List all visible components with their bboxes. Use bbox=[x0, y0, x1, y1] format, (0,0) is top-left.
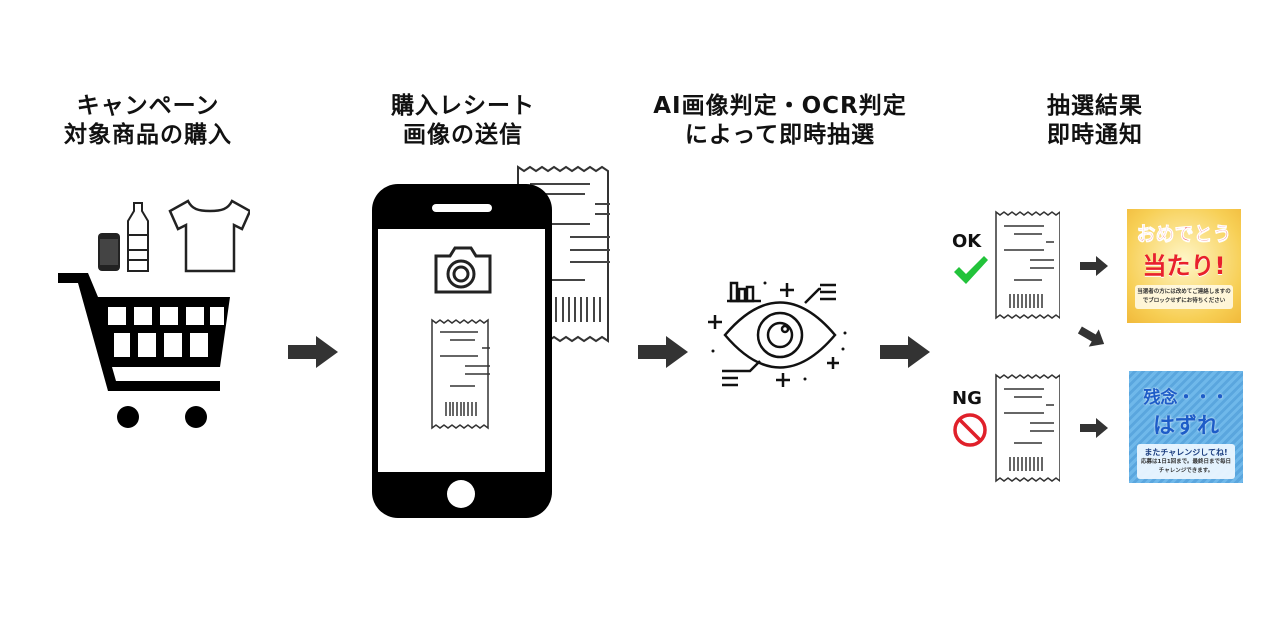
smartphone-icon bbox=[372, 165, 610, 518]
win-message: 当選者の方には改めてご連絡しますのでブロックせずにお待ちください bbox=[1135, 285, 1233, 309]
shopping-cart-icon bbox=[58, 199, 250, 428]
arrow-right-icon bbox=[880, 336, 930, 368]
step2-heading: 購入レシート画像の送信 bbox=[313, 92, 613, 150]
ng-label: NG bbox=[952, 388, 982, 409]
prohibited-icon bbox=[953, 413, 987, 447]
camera-icon bbox=[434, 246, 492, 294]
arrow-right-icon bbox=[288, 336, 338, 368]
step4-line1: 抽選結果 bbox=[1047, 93, 1143, 119]
lose-headline: またチャレンジしてね! bbox=[1144, 448, 1228, 457]
ai-eye-icon bbox=[708, 281, 847, 387]
step3-heading: AI画像判定・OCR判定によって即時抽選 bbox=[630, 92, 930, 150]
step1-line2: 対象商品の購入 bbox=[64, 122, 232, 148]
step3-line2: によって即時抽選 bbox=[684, 122, 876, 148]
step1-heading: キャンペーン対象商品の購入 bbox=[0, 92, 298, 150]
lose-title2: はずれ bbox=[1152, 414, 1219, 439]
tshirt-icon bbox=[168, 199, 250, 273]
receipt-ok-icon bbox=[995, 210, 1060, 320]
bottle-icon bbox=[127, 202, 149, 272]
step2-line2: 画像の送信 bbox=[403, 122, 523, 148]
win-result-card: おめでとう 当たり! 当選者の方には改めてご連絡しますのでブロックせずにお待ちく… bbox=[1127, 209, 1241, 323]
check-icon bbox=[954, 256, 988, 284]
win-title2: 当たり! bbox=[1142, 252, 1226, 280]
lose-title1: 残念・・・ bbox=[1143, 388, 1229, 408]
win-title1: おめでとう bbox=[1136, 223, 1232, 246]
step3-line1: AI画像判定・OCR判定 bbox=[653, 93, 907, 119]
step4-line2: 即時通知 bbox=[1047, 122, 1143, 148]
arrow-right-icon bbox=[1080, 256, 1108, 276]
arrow-right-icon bbox=[1080, 418, 1108, 438]
arrow-right-icon bbox=[638, 336, 688, 368]
lose-result-card: 残念・・・ はずれ またチャレンジしてね! 応募は1日1回まで。最終日まで毎日チャ… bbox=[1129, 371, 1243, 483]
ok-label: OK bbox=[952, 231, 982, 252]
can-icon bbox=[98, 233, 120, 271]
step1-line1: キャンペーン bbox=[76, 93, 220, 119]
receipt-ng-icon bbox=[995, 373, 1060, 483]
step4-heading: 抽選結果即時通知 bbox=[945, 92, 1245, 150]
arrow-down-right-icon bbox=[1078, 326, 1105, 347]
lose-message: 応募は1日1回まで。最終日まで毎日チャレンジできます。 bbox=[1141, 459, 1231, 474]
step2-line1: 購入レシート bbox=[391, 93, 535, 119]
lose-message-box: またチャレンジしてね! 応募は1日1回まで。最終日まで毎日チャレンジできます。 bbox=[1137, 444, 1235, 479]
receipt-small-icon bbox=[431, 318, 490, 430]
